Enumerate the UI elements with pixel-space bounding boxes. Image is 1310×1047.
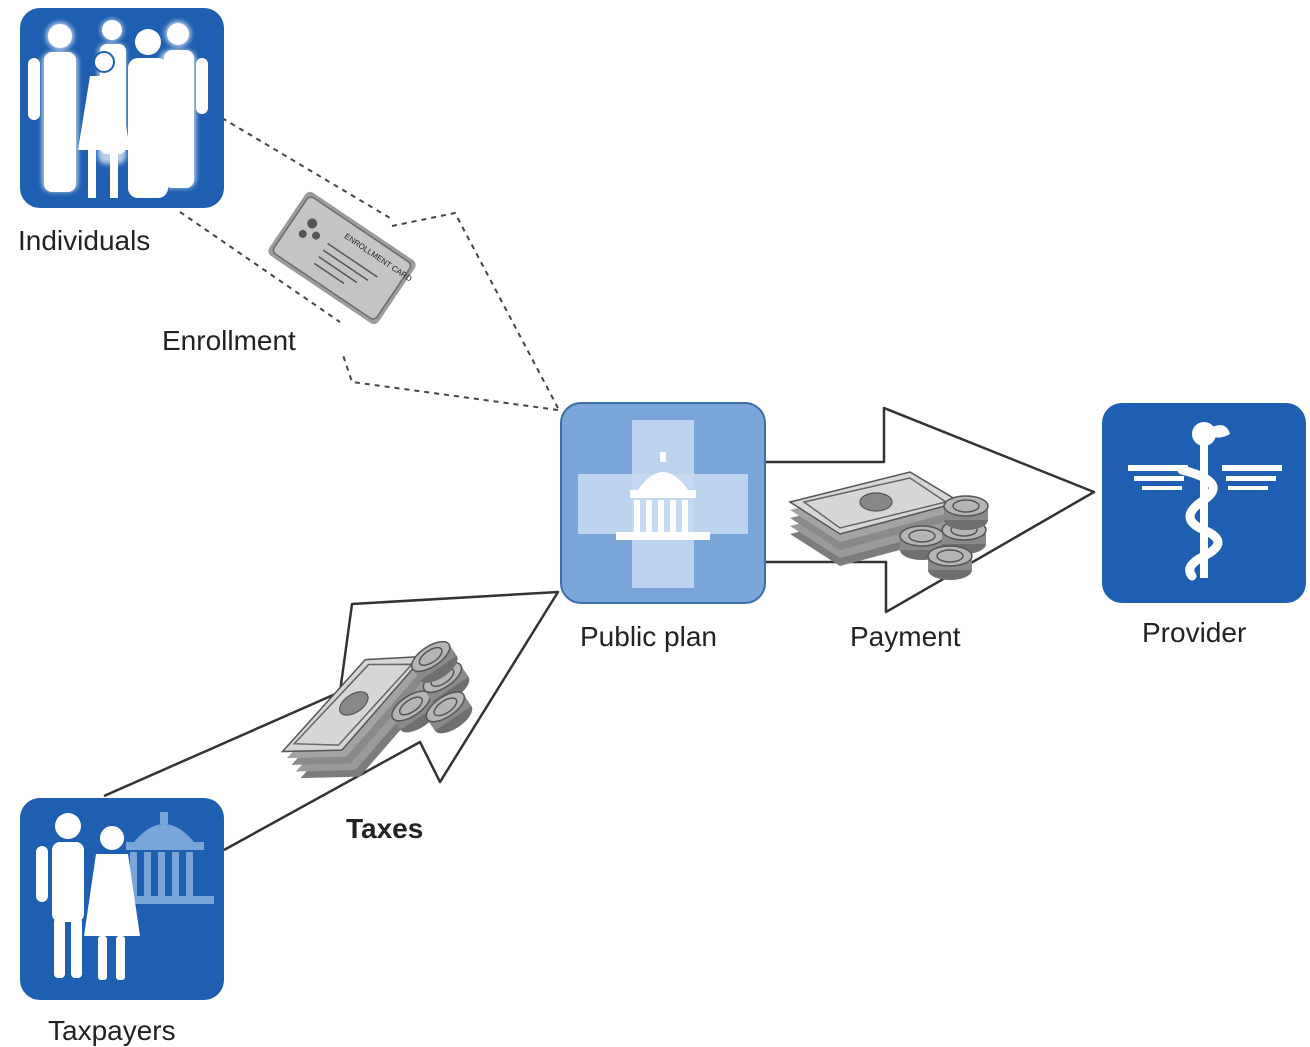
caduceus-icon <box>1128 422 1282 581</box>
provider-node <box>1102 403 1306 603</box>
taxes-label: Taxes <box>346 813 423 844</box>
enrollment-label: Enrollment <box>162 325 296 356</box>
provider-label: Provider <box>1142 617 1246 648</box>
taxpayers-label: Taxpayers <box>48 1015 176 1046</box>
public-plan-label: Public plan <box>580 621 717 652</box>
taxpayers-node <box>20 798 224 1000</box>
family-group-icon <box>28 19 208 198</box>
couple-capitol-icon <box>36 812 214 980</box>
capitol-cross-icon <box>578 420 748 588</box>
enrollment-flow-arrow <box>179 117 559 411</box>
enrollment-card-icon: ENROLLMENT CARD <box>268 191 416 325</box>
public-plan-node <box>560 402 766 604</box>
payment-label: Payment <box>850 621 961 652</box>
individuals-label: Individuals <box>18 225 150 256</box>
individuals-node <box>20 8 224 208</box>
